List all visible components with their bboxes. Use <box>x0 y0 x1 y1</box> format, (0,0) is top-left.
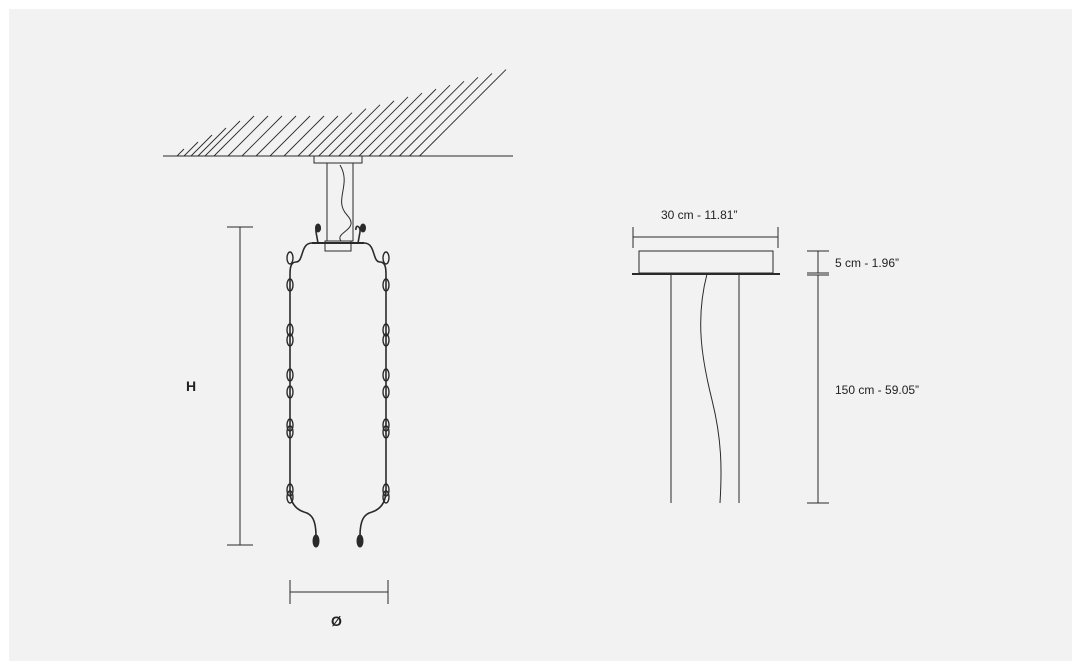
hatch-line <box>308 112 353 157</box>
ceiling <box>163 69 513 157</box>
hatch-line <box>241 115 283 157</box>
chain-link <box>286 251 294 265</box>
chain-link <box>286 368 294 382</box>
hatch-line <box>409 73 493 157</box>
chain-link <box>286 278 294 292</box>
canopy-height-dimension <box>807 250 829 274</box>
chain-link <box>382 490 390 504</box>
hatch-line <box>190 134 213 157</box>
hatch-line <box>378 84 451 157</box>
chain-link <box>382 251 390 265</box>
fixture-links <box>286 251 390 504</box>
canopy-height-label: 5 cm - 1.96” <box>835 256 900 270</box>
chain-link <box>382 418 390 432</box>
canopy-detail <box>632 227 780 504</box>
chain-link <box>382 385 390 399</box>
hatch-line <box>358 92 423 157</box>
fixture-canopy <box>312 155 364 252</box>
hatch-line <box>227 115 269 157</box>
hatch-line <box>197 127 227 157</box>
chain-link <box>286 418 294 432</box>
height-label: H <box>186 378 197 394</box>
hatch-line <box>213 115 255 157</box>
hatch-line <box>283 115 325 157</box>
canopy-width-label: 30 cm - 11.81” <box>661 208 738 222</box>
cable-length-dimension <box>807 274 829 504</box>
chain-link <box>382 278 390 292</box>
hatch-line <box>255 115 297 157</box>
hatch-line <box>419 69 507 157</box>
chain-link <box>286 323 294 337</box>
height-dimension <box>227 226 253 546</box>
hatch-line <box>338 100 395 157</box>
chain-link <box>382 483 390 497</box>
hatch-line <box>269 115 311 157</box>
chain-link <box>382 425 390 439</box>
chain-link <box>286 425 294 439</box>
chain-link <box>382 323 390 337</box>
fixture-end-pendants <box>312 223 366 548</box>
hatch-line <box>399 77 479 157</box>
diameter-dimension <box>289 580 389 604</box>
chain-link <box>382 368 390 382</box>
hatch-line <box>297 115 339 157</box>
chain-link <box>382 333 390 347</box>
hatch-line <box>388 80 465 157</box>
hatch-line <box>328 104 381 157</box>
hatch-line <box>176 148 185 157</box>
hatch-line <box>318 108 367 157</box>
hatch-line <box>348 96 409 157</box>
hatch-line <box>183 141 199 157</box>
hatch-line <box>368 88 437 157</box>
fixture-frame <box>289 225 387 537</box>
chain-link <box>286 385 294 399</box>
diameter-label: Ø <box>331 613 342 629</box>
ceiling-hatch <box>176 69 507 157</box>
chain-link <box>286 483 294 497</box>
chain-link <box>286 490 294 504</box>
hatch-line <box>204 120 241 157</box>
cable-length-label: 150 cm - 59.05” <box>835 383 920 397</box>
drawing-panel <box>9 9 1072 661</box>
chain-link <box>286 333 294 347</box>
